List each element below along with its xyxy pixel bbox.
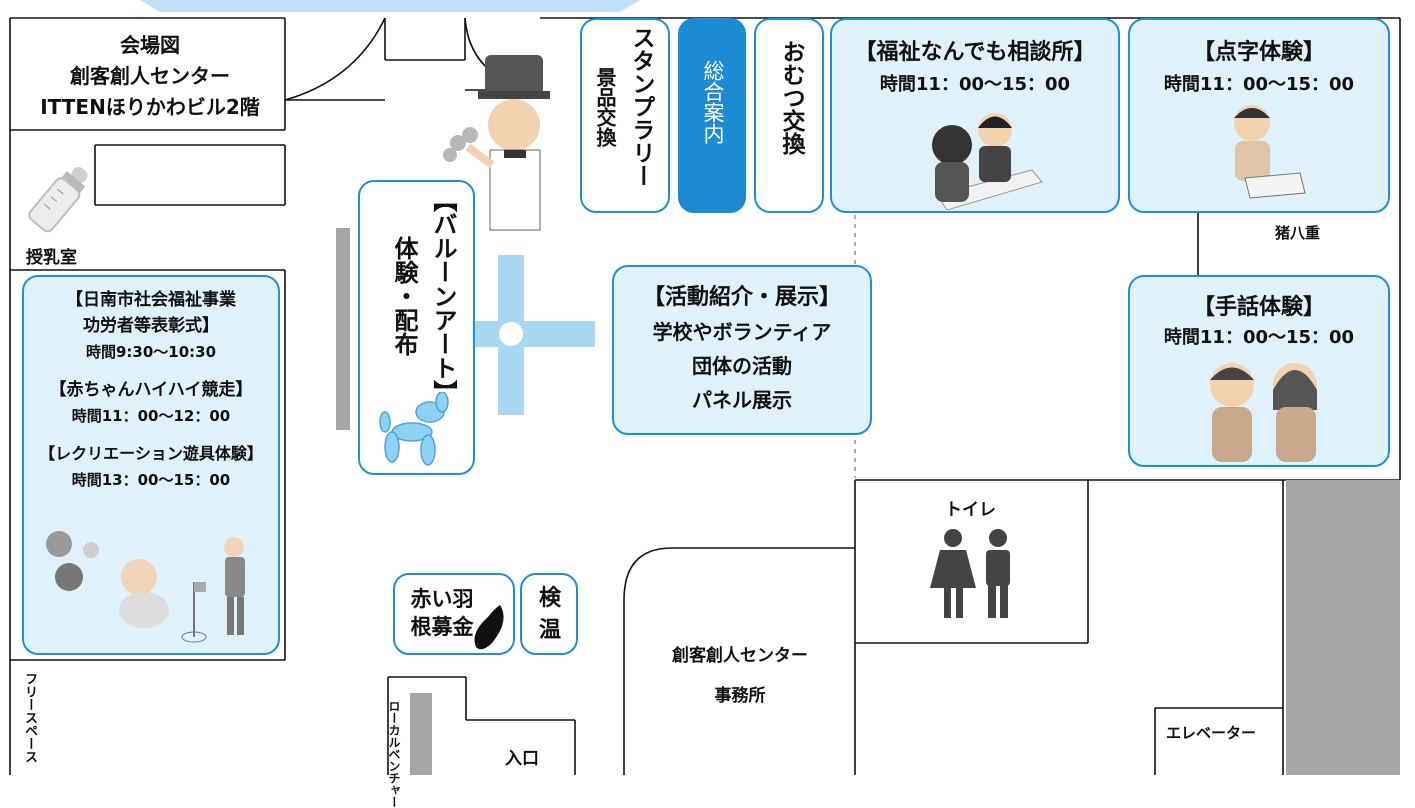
recreation-illustration <box>46 531 245 643</box>
balloon-art-booth: 【バルーンアート】 体験・配布 <box>358 180 475 475</box>
entrance-label: 入口 <box>505 749 539 769</box>
braille-booth: 【点字体験】 時間11：00〜15：00 <box>1128 18 1390 213</box>
venue-label: 会場図 創客創人センター ITTENほりかわビル2階 <box>20 30 280 123</box>
award-title-2: 功労者等表彰式】 <box>83 316 219 336</box>
consultation-title: 【福祉なんでも相談所】 <box>854 40 1096 65</box>
activity-title: 【活動紹介・展示】 <box>642 285 841 310</box>
red-feather-booth: 赤い羽根募金 <box>393 573 515 655</box>
venue-title: 会場図 <box>120 33 180 57</box>
consultation-time: 時間11：00〜15：00 <box>879 74 1071 95</box>
braille-title: 【点字体験】 <box>1192 40 1325 65</box>
sign-language-booth: 【手話体験】 時間11：00〜15：00 <box>1128 275 1390 467</box>
activity-line-panel: パネル展示 <box>692 388 792 412</box>
temperature-check-booth: 検温 <box>520 573 578 655</box>
office-subtitle: 事務所 <box>714 686 766 706</box>
stamp-rally-subtitle: 景品交換 <box>593 66 617 147</box>
baby-race-title: 【赤ちゃんハイハイ競走】 <box>49 380 253 400</box>
braille-illustration <box>1234 105 1306 199</box>
recreation-time: 時間13：00〜15：00 <box>71 471 231 489</box>
recreation-title: 【レクリエーション遊具体験】 <box>39 444 263 463</box>
braille-time: 時間11：00〜15：00 <box>1163 74 1355 95</box>
red-feather-label: 赤い羽根募金 <box>410 587 474 639</box>
balloon-subtitle: 体験・配布 <box>390 236 418 356</box>
award-title-1: 【日南市社会福祉事業 <box>66 290 236 310</box>
baby-bottle-icon <box>28 166 88 233</box>
consultation-booth: 【福祉なんでも相談所】 時間11：00〜15：00 <box>830 18 1120 213</box>
sign-language-title: 【手話体験】 <box>1192 295 1325 320</box>
feather-icon <box>474 605 504 650</box>
information-desk: 総合案内 <box>678 18 746 213</box>
activity-line-groups: 団体の活動 <box>692 354 792 378</box>
award-time: 時間9:30〜10:30 <box>85 343 217 361</box>
baby-race-time: 時間11：00〜12：00 <box>71 407 231 425</box>
office-label: 創客創人センター 事務所 <box>640 636 840 716</box>
floor-map: 会場図 創客創人センター ITTENほりかわビル2階 授乳室 【日南市社会福祉事… <box>9 0 1401 808</box>
office-name: 創客創人センター <box>672 646 808 666</box>
activity-display-booth: 【活動紹介・展示】 学校やボランティア 団体の活動 パネル展示 <box>612 265 872 435</box>
stamp-rally-title: スタンプラリー <box>628 26 654 187</box>
consultation-illustration <box>932 113 1043 210</box>
local-venture-label: ローカルベンチャー <box>387 700 401 808</box>
balloon-title: 【バルーンアート】 <box>429 188 457 404</box>
sign-language-illustration <box>1210 363 1317 462</box>
diaper-change-booth: おむつ交換 <box>754 18 824 213</box>
balloon-dog-icon <box>379 392 449 466</box>
venue-building: ITTENほりかわビル2階 <box>40 95 260 119</box>
balloon-artist-illustration <box>443 55 550 231</box>
toilet-label: トイレ <box>945 500 996 520</box>
diaper-label: おむつ交換 <box>778 40 804 155</box>
toilet-icon <box>930 529 1010 618</box>
free-space-label: フリースペース <box>22 672 37 763</box>
temperature-label: 検温 <box>538 586 561 643</box>
nursing-room-label: 授乳室 <box>26 248 77 268</box>
sign-language-time: 時間11：00〜15：00 <box>1163 327 1355 348</box>
activity-line-school: 学校やボランティア <box>652 320 832 344</box>
events-booth: 【日南市社会福祉事業 功労者等表彰式】 時間9:30〜10:30 【赤ちゃんハイ… <box>22 275 280 655</box>
inohae-label: 猪八重 <box>1275 224 1321 242</box>
venue-name: 創客創人センター <box>70 64 230 88</box>
elevator-label: エレベーター <box>1166 724 1257 742</box>
stamp-rally-booth: スタンプラリー 景品交換 <box>580 18 670 213</box>
top-banner-band <box>140 0 640 12</box>
information-label: 総合案内 <box>701 60 725 144</box>
